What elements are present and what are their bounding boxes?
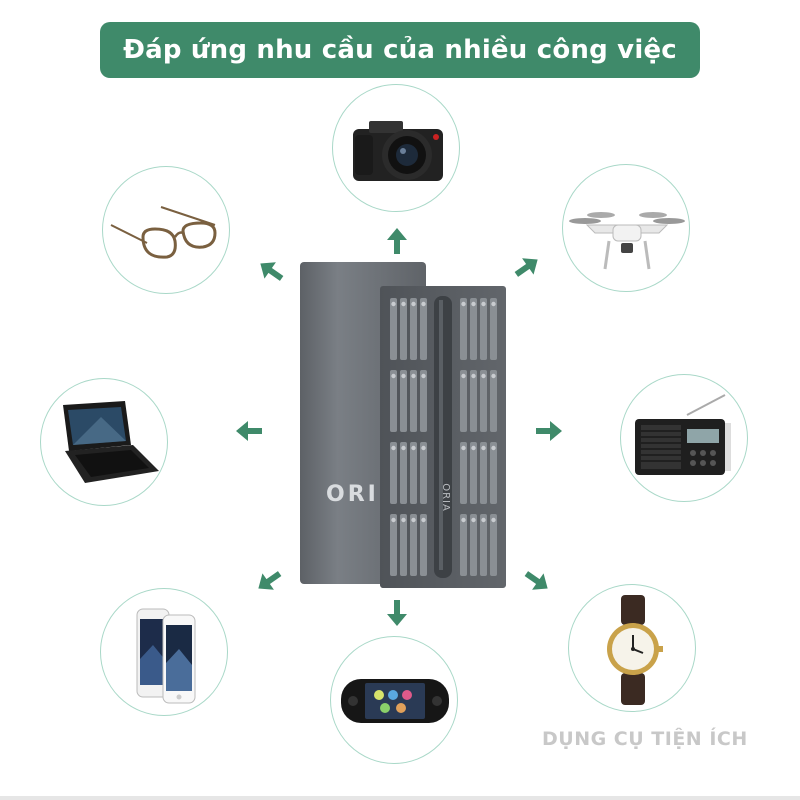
screwdriver-bit xyxy=(490,514,497,576)
arrow-down-right-icon xyxy=(522,566,552,596)
watch-icon xyxy=(607,595,663,705)
screwdriver-bit xyxy=(460,514,467,576)
screwdriver-bit xyxy=(410,370,417,432)
handle-brand-label: ORIA xyxy=(439,483,451,512)
game-console-icon xyxy=(341,679,449,723)
arrow-left-icon xyxy=(234,416,264,446)
screwdriver-bit xyxy=(420,298,427,360)
arrow-down-left-icon xyxy=(254,566,284,596)
arrow-up-right-icon xyxy=(512,252,542,282)
screwdriver-set-illustration xyxy=(300,262,506,588)
screwdriver-bit xyxy=(480,514,487,576)
screwdriver-bit xyxy=(400,370,407,432)
screwdriver-bit xyxy=(460,370,467,432)
screwdriver-bit xyxy=(460,298,467,360)
screwdriver-bit xyxy=(420,370,427,432)
screwdriver-bits xyxy=(390,298,497,576)
watermark-text: DỤNG CỤ TIỆN ÍCH xyxy=(542,728,748,750)
case-brand-label: ORI xyxy=(326,482,379,507)
drone-icon xyxy=(569,212,685,270)
screwdriver-bit xyxy=(490,442,497,504)
eyeglasses-circle xyxy=(102,166,230,294)
watch-circle xyxy=(568,584,696,712)
screwdriver-bit xyxy=(480,370,487,432)
screwdriver-bit xyxy=(410,442,417,504)
screwdriver-bit xyxy=(390,442,397,504)
screwdriver-bit xyxy=(400,298,407,360)
eyeglasses-icon xyxy=(110,206,217,259)
screwdriver-bit xyxy=(480,298,487,360)
arrow-up-icon xyxy=(382,226,412,256)
screwdriver-bit xyxy=(460,442,467,504)
screwdriver-bit xyxy=(400,514,407,576)
radio-circle xyxy=(620,374,748,502)
smartphone-icon xyxy=(136,608,196,704)
drone-circle xyxy=(562,164,690,292)
bottom-divider xyxy=(0,796,800,800)
screwdriver-bit xyxy=(470,514,477,576)
radio-icon xyxy=(635,394,731,475)
laptop-circle xyxy=(40,378,168,506)
screwdriver-bit xyxy=(490,298,497,360)
screwdriver-bit xyxy=(400,442,407,504)
screwdriver-bit xyxy=(480,442,487,504)
screwdriver-bit xyxy=(470,298,477,360)
camera-circle xyxy=(332,84,460,212)
camera-icon xyxy=(353,121,443,181)
screwdriver-bit xyxy=(420,442,427,504)
screwdriver-set-product: ORI ORIA xyxy=(298,260,510,590)
page-title-banner: Đáp ứng nhu cầu của nhiều công việc xyxy=(100,22,700,78)
arrow-down-icon xyxy=(382,598,412,628)
screwdriver-bit xyxy=(390,370,397,432)
screwdriver-bit xyxy=(390,514,397,576)
screwdriver-bit xyxy=(410,298,417,360)
arrow-right-icon xyxy=(534,416,564,446)
screwdriver-bit xyxy=(420,514,427,576)
screwdriver-bit xyxy=(470,370,477,432)
screwdriver-bit xyxy=(490,370,497,432)
screwdriver-bit xyxy=(470,442,477,504)
game-console-circle xyxy=(330,636,458,764)
arrow-up-left-icon xyxy=(256,256,286,286)
screwdriver-bit xyxy=(410,514,417,576)
screwdriver-bit xyxy=(390,298,397,360)
smartphones-circle xyxy=(100,588,228,716)
laptop-icon xyxy=(63,401,159,483)
